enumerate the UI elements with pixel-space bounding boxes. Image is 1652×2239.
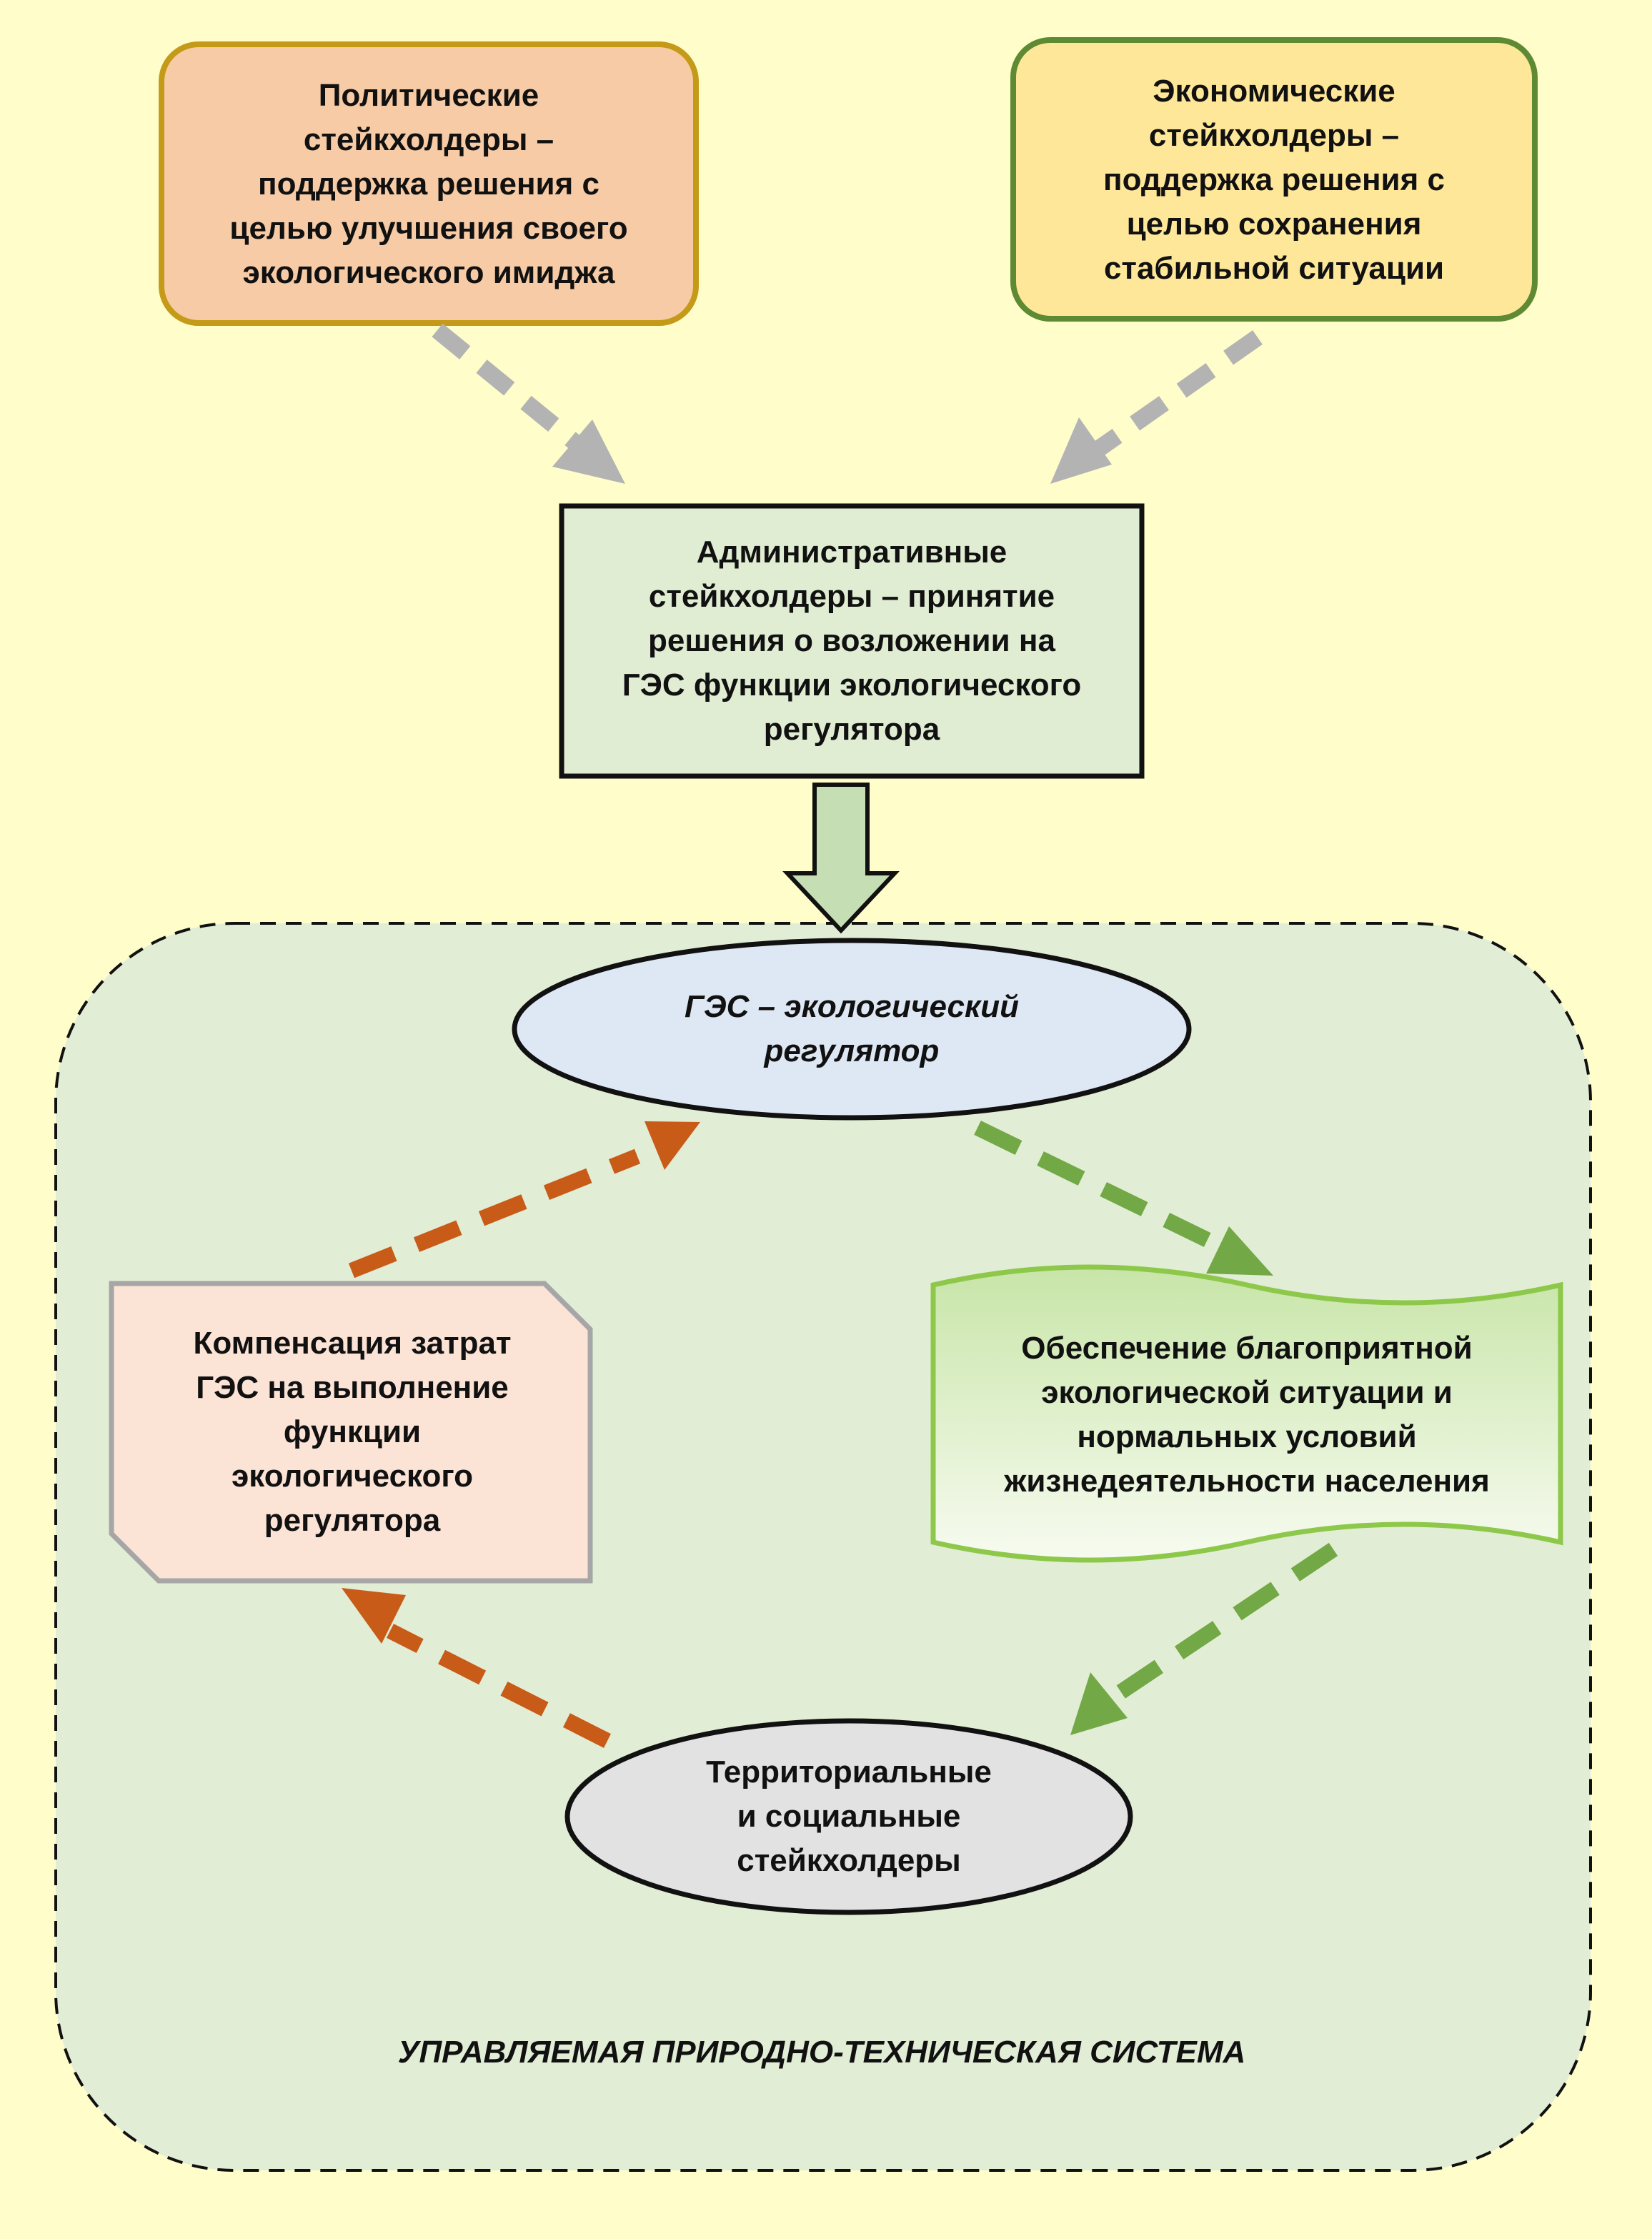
- territorial-text: Территориальные и социальные стейкхолдер…: [706, 1754, 992, 1878]
- territorial-ellipse: [564, 1718, 1133, 1915]
- political-to-admin-arrow: [432, 323, 625, 484]
- economic-stakeholders-text: Экономические стейкхолдеры – поддержка р…: [1103, 74, 1445, 286]
- territorial-to-compensation-arrow: [342, 1588, 611, 1748]
- ecology-text: Обеспечение благоприятной экологической …: [1004, 1331, 1490, 1499]
- compensation-to-regulator-arrow: [348, 1121, 700, 1279]
- compensation-box: [109, 1281, 593, 1584]
- administrative-stakeholders-text: Административные стейкхолдеры – принятие…: [622, 535, 1082, 747]
- political-stakeholders-box: [159, 41, 699, 326]
- ecology-to-territorial-arrow: [1070, 1542, 1338, 1735]
- regulator-text: ГЭС – экологический регулятор: [685, 989, 1019, 1068]
- system-label: УПРАВЛЯЕМАЯ ПРИРОДНО-ТЕХНИЧЕСКАЯ СИСТЕМА: [397, 2035, 1246, 2070]
- regulator-to-ecology-arrow: [974, 1121, 1273, 1276]
- admin-to-regulator-arrow: [782, 783, 900, 934]
- political-stakeholders-text: Политические стейкхолдеры – поддержка ре…: [229, 78, 628, 290]
- administrative-stakeholders-box: [559, 503, 1145, 779]
- compensation-text: Компенсация затрат ГЭС на выполнение фун…: [193, 1326, 512, 1538]
- economic-to-admin-arrow: [1050, 330, 1263, 484]
- regulator-ellipse: [512, 938, 1192, 1121]
- economic-stakeholders-box: [1010, 37, 1538, 322]
- ecology-box: [930, 1264, 1563, 1563]
